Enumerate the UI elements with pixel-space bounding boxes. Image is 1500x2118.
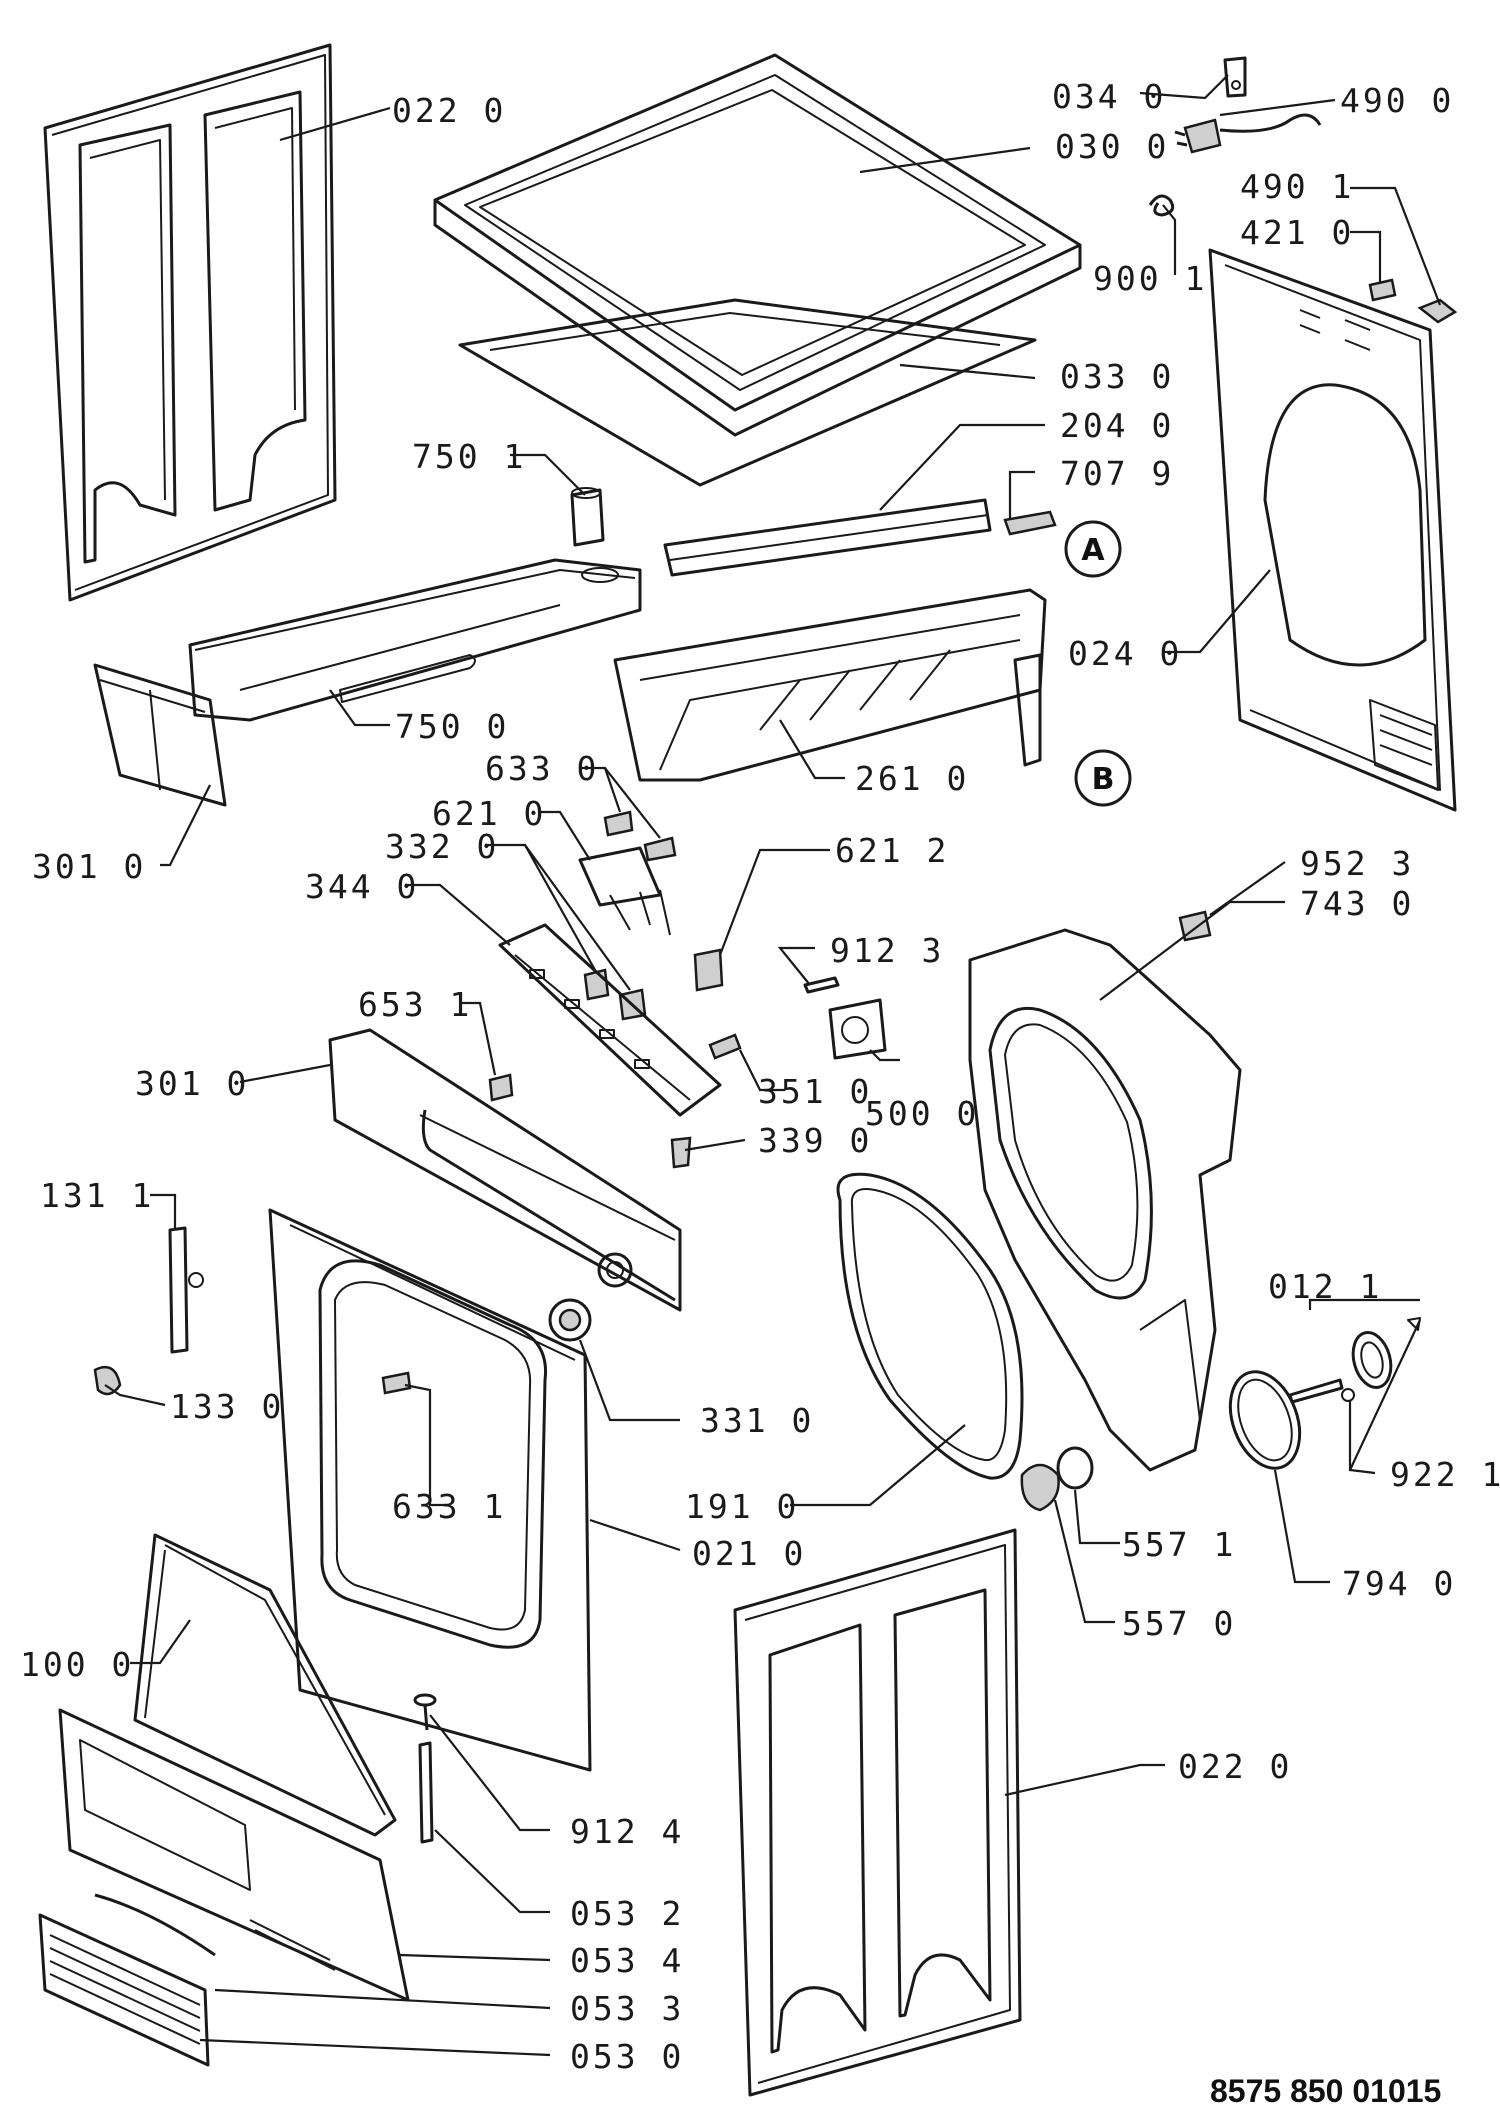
- label-900: 900 1: [1093, 259, 1207, 298]
- programme-knob: [548, 1298, 592, 1342]
- label-053-3: 053 3: [570, 1989, 684, 2028]
- label-952: 952 3: [1300, 844, 1414, 883]
- label-131: 131 1: [40, 1176, 154, 1215]
- label-100: 100 0: [20, 1645, 134, 1684]
- label-030: 030 0: [1055, 127, 1169, 166]
- label-301-lower: 301 0: [135, 1064, 249, 1103]
- label-053-2: 053 2: [570, 1894, 684, 1933]
- knob-holder: [488, 1073, 514, 1102]
- label-557-1: 557 1: [1122, 1525, 1236, 1564]
- label-332: 332 0: [385, 827, 499, 866]
- door-lock: [168, 1226, 204, 1354]
- loading-door: [133, 1533, 397, 1837]
- label-743: 743 0: [1300, 884, 1414, 923]
- label-331: 331 0: [700, 1401, 814, 1440]
- callout-b-label: B: [1092, 762, 1115, 797]
- label-794: 794 0: [1342, 1564, 1456, 1603]
- label-261: 261 0: [855, 759, 969, 798]
- programme-timer: [828, 998, 887, 1060]
- label-339: 339 0: [758, 1121, 872, 1160]
- label-490-0: 490 0: [1340, 81, 1454, 120]
- label-191: 191 0: [685, 1487, 799, 1526]
- label-053-4: 053 4: [570, 1941, 684, 1980]
- ventilation-grille: [38, 1913, 210, 2067]
- dispenser-cup: [570, 487, 605, 547]
- leader-lines: [104, 74, 1442, 2057]
- label-204: 204 0: [1060, 406, 1174, 445]
- top-plate: [458, 298, 1037, 487]
- label-301-top: 301 0: [32, 847, 146, 886]
- label-022-bottom: 022 0: [1178, 1747, 1292, 1786]
- filter-part: [1003, 510, 1057, 536]
- label-500: 500 0: [865, 1094, 979, 1133]
- front-bearing-shield: [968, 928, 1242, 1472]
- drum-seal-ring: [1228, 1370, 1302, 1470]
- label-490-1: 490 1: [1240, 167, 1354, 206]
- label-033: 033 0: [1060, 357, 1174, 396]
- mains-cable: [1174, 113, 1322, 154]
- dispenser-drawer-front: [93, 663, 227, 807]
- label-421: 421 0: [1240, 213, 1354, 252]
- connector-pair: [603, 810, 677, 862]
- auxiliary-switch: [693, 948, 724, 992]
- label-133: 133 0: [170, 1387, 284, 1426]
- label-633-0: 633 0: [485, 749, 599, 788]
- label-351: 351 0: [758, 1072, 872, 1111]
- label-707: 707 9: [1060, 454, 1174, 493]
- label-024: 024 0: [1068, 634, 1182, 673]
- side-panel-left: [43, 43, 337, 602]
- dispenser-housing: [188, 558, 642, 722]
- part-labels: 022 0 030 0 034 0 490 0 490 1 421 0 900 …: [20, 77, 1500, 2076]
- filter-housing: [1020, 1463, 1060, 1512]
- label-557-0: 557 0: [1122, 1604, 1236, 1643]
- label-750-1: 750 1: [412, 437, 526, 476]
- label-912-4: 912 4: [570, 1812, 684, 1851]
- hinge-bracket: [418, 1741, 434, 1844]
- rear-panel: [1208, 248, 1457, 812]
- filter-seal: [1056, 1446, 1094, 1490]
- label-022-top: 022 0: [392, 91, 506, 130]
- electronic-board: [498, 923, 722, 1117]
- document-number: 8575 850 01015: [1210, 2073, 1441, 2109]
- label-922: 922 1: [1390, 1455, 1500, 1494]
- callout-a: A: [1064, 520, 1122, 578]
- door-switch: [578, 846, 671, 936]
- worktop: [433, 53, 1082, 437]
- top-profile: [663, 498, 992, 577]
- label-653: 653 1: [358, 985, 472, 1024]
- connector-single: [381, 1371, 412, 1395]
- door-handle-knob: [93, 1365, 122, 1396]
- label-021: 021 0: [692, 1534, 806, 1573]
- label-621-2: 621 2: [835, 831, 949, 870]
- label-912-3: 912 3: [830, 931, 944, 970]
- label-621-0: 621 0: [432, 794, 546, 833]
- callout-b: B: [1074, 749, 1132, 807]
- signal-lamp: [708, 1033, 742, 1060]
- label-053-0: 053 0: [570, 2037, 684, 2076]
- spring-clip: [670, 1136, 692, 1169]
- callout-a-label: A: [1081, 533, 1105, 568]
- push-button-pair: [583, 968, 647, 1021]
- label-012: 012 1: [1268, 1267, 1382, 1306]
- cord-bracket: [1223, 56, 1247, 98]
- water-container: [613, 588, 1047, 782]
- kickplate-cable: [94, 1893, 216, 1957]
- front-panel: [268, 1208, 592, 1772]
- control-panel: [328, 1028, 682, 1312]
- label-034: 034 0: [1052, 77, 1166, 116]
- side-panel-right: [733, 1528, 1022, 2097]
- screw-large: [413, 1693, 437, 1731]
- door-gasket: [836, 1172, 1024, 1480]
- label-633-1: 633 1: [392, 1487, 506, 1526]
- kickplate-frame: [58, 1708, 410, 2002]
- cable-clip: [1148, 194, 1175, 217]
- label-344: 344 0: [305, 867, 419, 906]
- screw-small: [803, 976, 840, 994]
- suppressor-block: [1368, 278, 1397, 302]
- cord-clamp: [1417, 298, 1458, 324]
- label-750-0: 750 0: [395, 707, 509, 746]
